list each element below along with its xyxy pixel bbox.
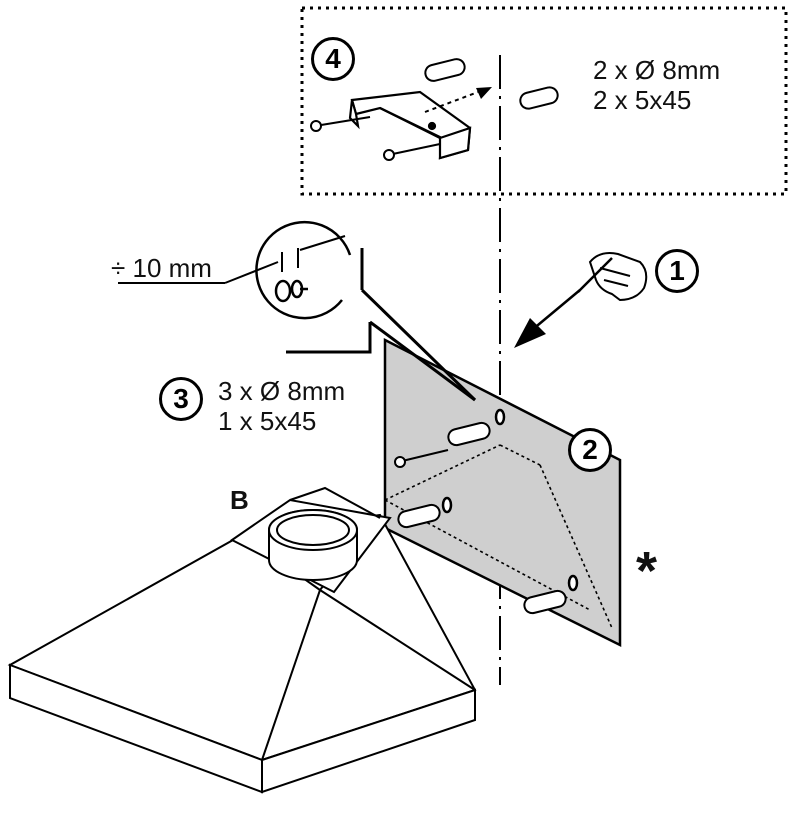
marking-arrow <box>531 289 581 331</box>
template-hardware-line-1: 3 x Ø 8mm <box>218 376 346 406</box>
bracket-direction-arrow <box>424 91 479 113</box>
asterisk-marker: * <box>636 541 658 601</box>
template-hardware-line-2: 1 x 5x45 <box>218 406 317 436</box>
cooker-hood <box>7 486 477 794</box>
paper-template <box>383 337 622 648</box>
hand-with-pencil-icon <box>577 252 648 302</box>
part-b-label: B <box>230 485 249 515</box>
wall-bracket <box>348 90 472 160</box>
step-4-badge: 4 <box>311 37 355 81</box>
wall-edge <box>286 248 477 402</box>
screw-gap-label: ÷ 10 mm <box>111 253 212 283</box>
step-1-badge: 1 <box>655 249 699 293</box>
step-2-badge: 2 <box>568 428 612 472</box>
bracket-screws <box>310 116 441 161</box>
bracket-hardware-line-2: 2 x 5x45 <box>593 85 692 115</box>
template-holes <box>441 408 579 592</box>
template-screw <box>394 449 449 468</box>
template-wall-plugs <box>397 421 567 615</box>
bracket-detail-frame <box>300 6 788 196</box>
bracket-hardware-line-1: 2 x Ø 8mm <box>593 55 721 85</box>
screw-gap-detail <box>118 220 352 320</box>
step-3-badge: 3 <box>159 377 203 421</box>
bracket-wall-plugs <box>424 58 559 110</box>
